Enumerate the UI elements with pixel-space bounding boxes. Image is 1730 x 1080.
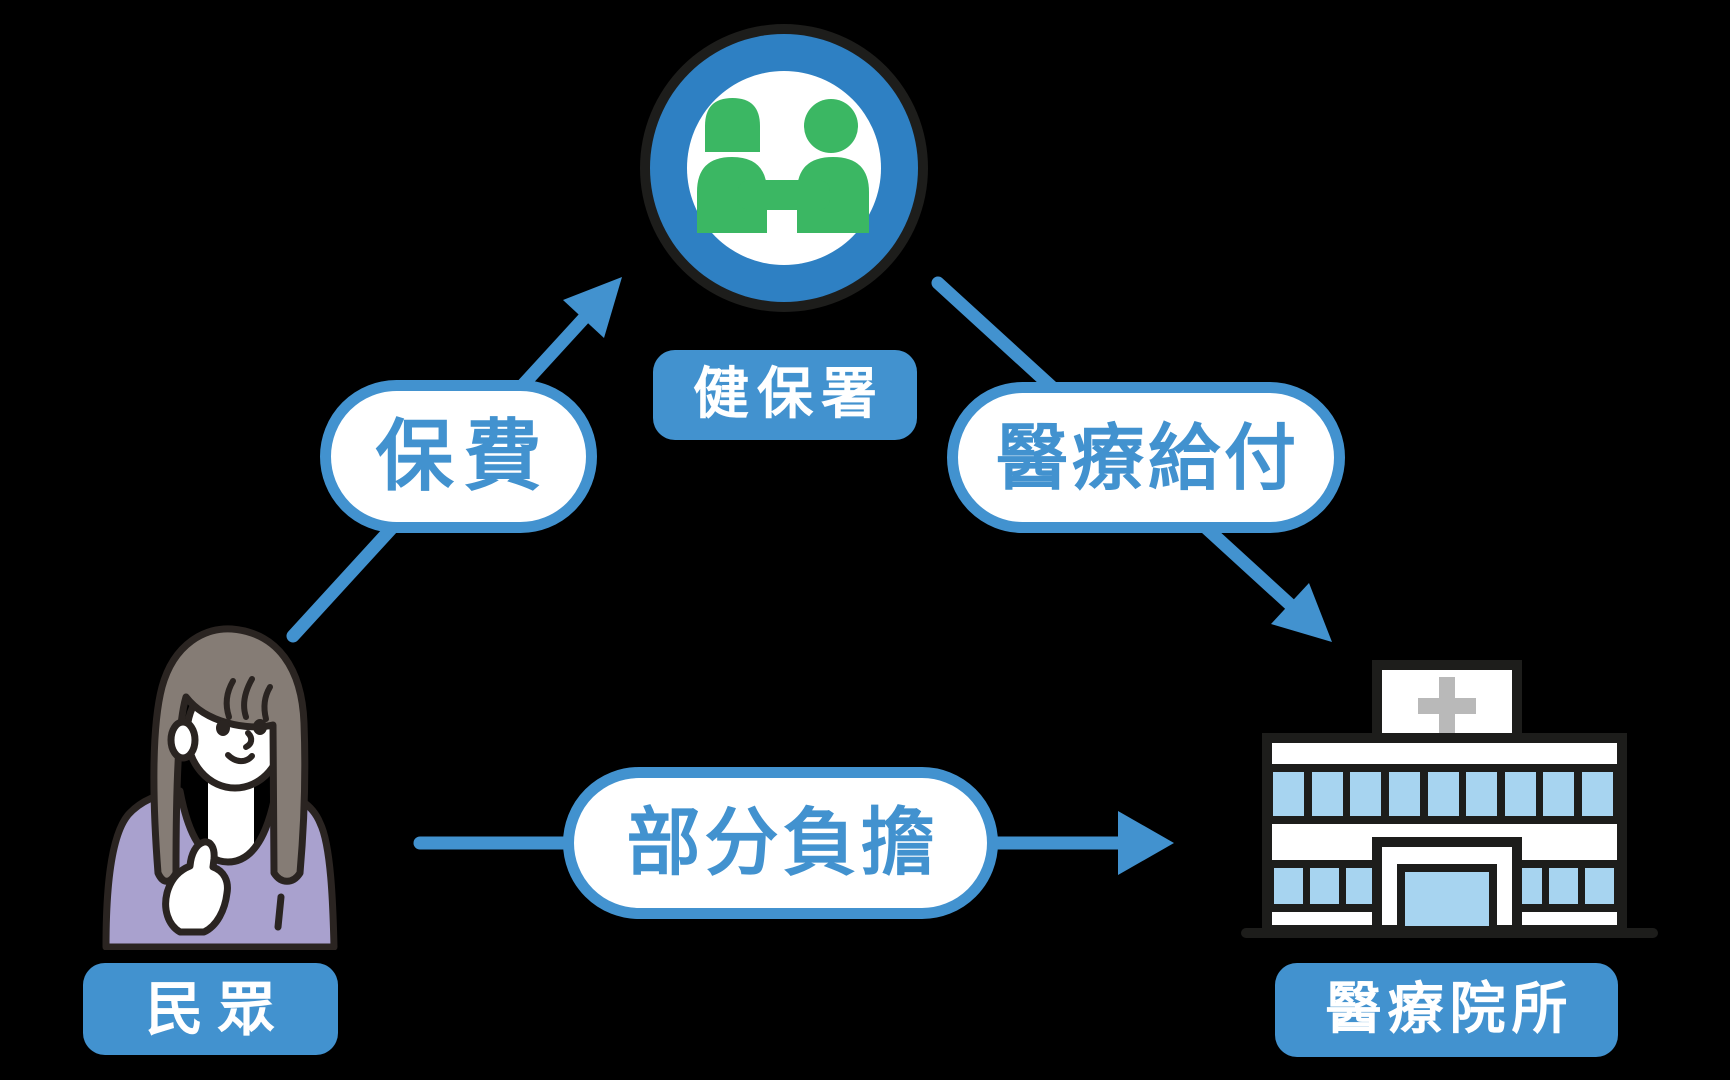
people-handshake-icon bbox=[697, 98, 869, 233]
hospital-window-row-2 bbox=[1267, 860, 1623, 912]
public-node-label: 民眾 bbox=[83, 963, 338, 1055]
hospital-window-row-1 bbox=[1267, 764, 1622, 824]
public-node-label-text: 民眾 bbox=[145, 975, 290, 1043]
hospital-entrance-door bbox=[1397, 864, 1497, 934]
nhia-circle-icon bbox=[640, 24, 928, 312]
citizen-sleeve-crease bbox=[274, 893, 285, 931]
hospital-icon bbox=[1241, 660, 1658, 938]
premium-flow-label: 保費 bbox=[375, 411, 552, 502]
citizen-mouth bbox=[225, 752, 255, 765]
benefit-flow-label: 醫療給付 bbox=[995, 415, 1300, 500]
copay-flow-bubble: 部分負擔 bbox=[563, 767, 998, 919]
citizen-nose bbox=[243, 730, 255, 750]
copay-flow-label: 部分負擔 bbox=[626, 800, 939, 886]
benefit-flow-bubble: 醫療給付 bbox=[947, 382, 1345, 533]
nhia-node-label-text: 健保署 bbox=[693, 362, 885, 427]
citizen-eye-right bbox=[253, 719, 267, 735]
providers-node-label: 醫療院所 bbox=[1275, 963, 1618, 1057]
premium-flow-bubble: 保費 bbox=[320, 380, 597, 533]
medical-cross-icon bbox=[1418, 677, 1476, 735]
citizen-hand-thumb-up bbox=[162, 838, 231, 936]
citizen-eye-left bbox=[216, 720, 230, 736]
citizen-ear bbox=[167, 718, 199, 762]
woman-icon bbox=[102, 625, 338, 950]
nhia-node-label: 健保署 bbox=[653, 350, 917, 440]
providers-node-label-text: 醫療院所 bbox=[1325, 977, 1574, 1042]
